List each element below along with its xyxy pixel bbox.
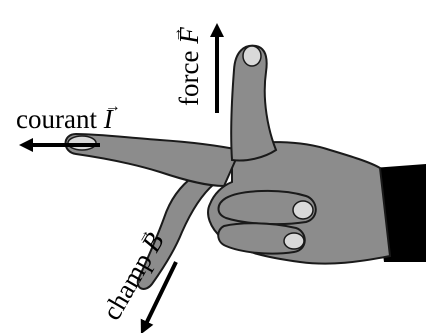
force-label: force →F — [176, 27, 203, 106]
curled-finger-upper-nail — [293, 201, 313, 219]
current-label: courant →I — [16, 106, 113, 133]
force-label-word: force — [174, 51, 204, 106]
vector-arrow-icon: → — [105, 99, 121, 115]
vector-arrow-icon: → — [169, 27, 185, 43]
curled-finger-lower-nail — [284, 233, 304, 249]
thumb-nail — [243, 46, 261, 66]
force-symbol: →F — [176, 27, 203, 44]
current-symbol: →I — [104, 106, 113, 133]
current-label-word: courant — [16, 104, 97, 134]
